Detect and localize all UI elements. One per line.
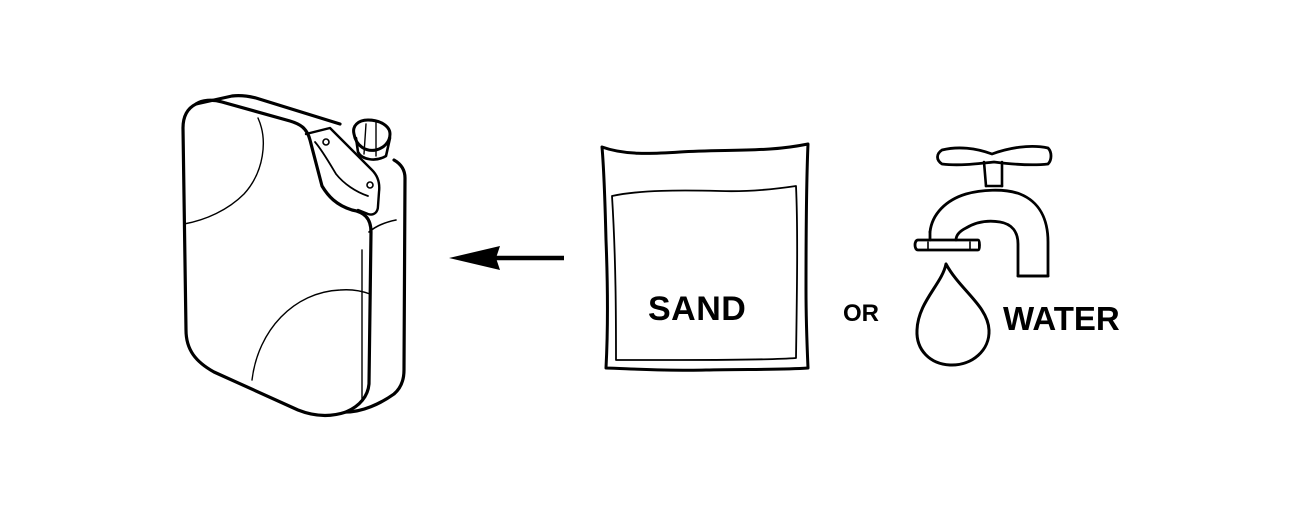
water-label: WATER (1003, 300, 1120, 337)
sand-bag-icon (600, 142, 810, 372)
arrow-left-icon (449, 246, 564, 270)
water-tap-icon (913, 145, 1053, 278)
water-drop-icon (915, 262, 991, 367)
or-label: OR (843, 300, 879, 327)
sand-label: SAND (648, 290, 747, 328)
water-container-icon (181, 94, 407, 418)
